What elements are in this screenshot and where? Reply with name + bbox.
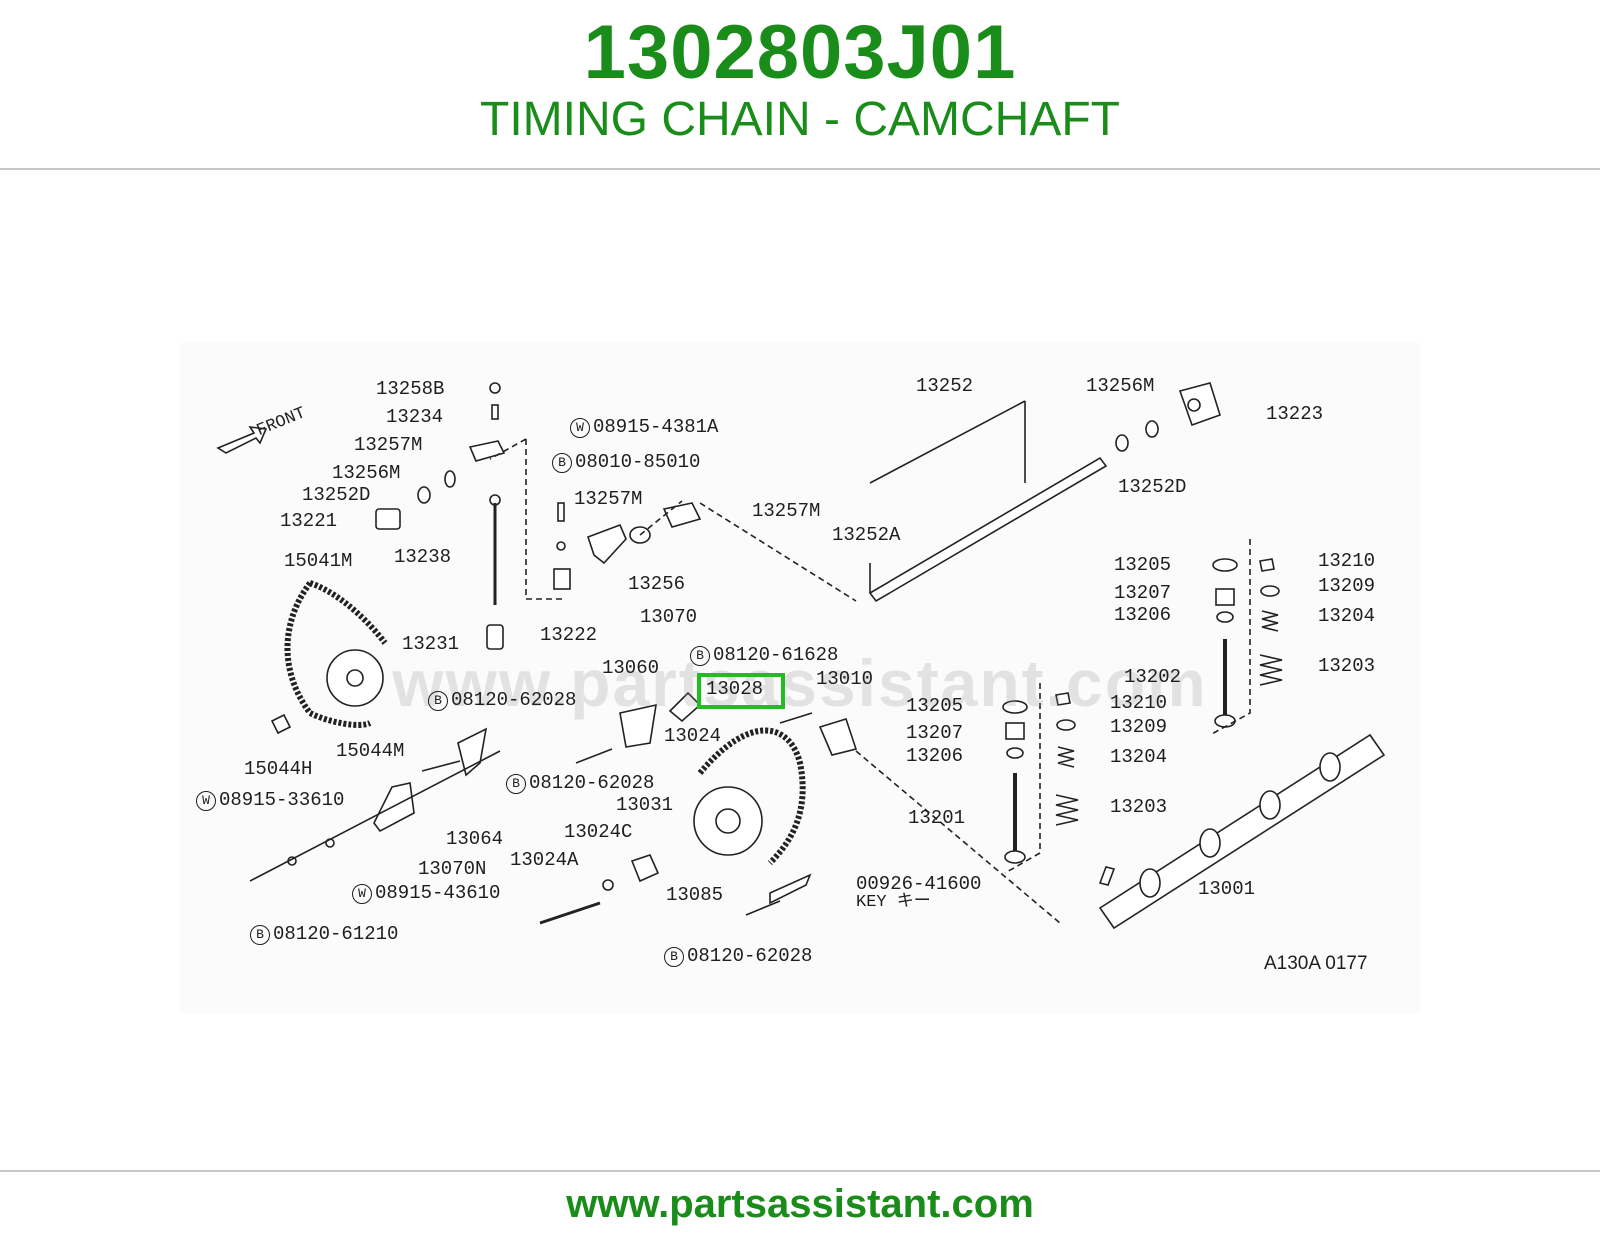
callout-13207-b: 13207	[906, 722, 964, 744]
callout-13252A: 13252A	[832, 524, 901, 546]
callout-13252: 13252	[916, 375, 974, 397]
callout-13209-b: 13209	[1110, 716, 1168, 738]
parts-diagram: www.partsassistant.com FRONT 13258B 1323…	[180, 343, 1420, 1013]
callout-00926-41600: 00926-41600	[856, 873, 982, 895]
callout-13028: 13028	[706, 678, 764, 700]
front-arrow-icon	[216, 425, 268, 454]
callout-13064: 13064	[446, 828, 504, 850]
callout-13205-a: 13205	[1114, 554, 1172, 576]
header-divider	[0, 168, 1600, 170]
callout-13201: 13201	[908, 807, 966, 829]
callout-13252D: 13252D	[302, 484, 371, 506]
callout-13238: 13238	[394, 546, 452, 568]
callout-15044M: 15044M	[336, 740, 405, 762]
part-number: 1302803J01	[583, 10, 1017, 95]
callout-13258B: 13258B	[376, 378, 445, 400]
callout-13204-b: 13204	[1110, 746, 1168, 768]
callout-13256: 13256	[628, 573, 686, 595]
part-title: TIMING CHAIN - CAMCHAFT	[480, 93, 1120, 146]
callout-13223: 13223	[1266, 403, 1324, 425]
callout-13024A: 13024A	[510, 849, 579, 871]
figure-code: A130A 0177	[1264, 953, 1368, 974]
callout-13257M-b: 13257M	[574, 488, 643, 510]
callout-13024: 13024	[664, 725, 722, 747]
key-label: KEY キー	[856, 893, 931, 912]
callout-13206-a: 13206	[1114, 604, 1172, 626]
callout-13070: 13070	[640, 606, 698, 628]
callout-13203-b: 13203	[1110, 796, 1168, 818]
callout-13031: 13031	[616, 794, 674, 816]
callout-13206-b: 13206	[906, 745, 964, 767]
callout-13256M: 13256M	[332, 462, 401, 484]
callout-13221: 13221	[280, 510, 338, 532]
callout-13209-a: 13209	[1318, 575, 1376, 597]
callout-13203-a: 13203	[1318, 655, 1376, 677]
highlight-box	[697, 673, 785, 709]
washer-prefix: W	[570, 418, 590, 438]
callout-13210-b: 13210	[1110, 692, 1168, 714]
callout-13252D-b: 13252D	[1118, 476, 1187, 498]
footer-divider	[0, 1170, 1600, 1172]
callout-13257M: 13257M	[354, 434, 423, 456]
callout-13222: 13222	[540, 624, 598, 646]
callout-13001: 13001	[1198, 878, 1256, 900]
callout-13070N: 13070N	[418, 858, 487, 880]
callout-13207-a: 13207	[1114, 582, 1172, 604]
callout-13234: 13234	[386, 406, 444, 428]
callout-13060: 13060	[602, 657, 660, 679]
watermark: www.partsassistant.com	[392, 646, 1208, 720]
callout-13010: 13010	[816, 668, 874, 690]
callout-13256M-b: 13256M	[1086, 375, 1155, 397]
callout-15044H: 15044H	[244, 758, 313, 780]
callout-13085: 13085	[666, 884, 724, 906]
bolt-prefix: B	[552, 453, 572, 473]
callout-13231: 13231	[402, 633, 460, 655]
callout-13202: 13202	[1124, 666, 1182, 688]
callout-15041M: 15041M	[284, 550, 353, 572]
callout-13205-b: 13205	[906, 695, 964, 717]
callout-13210-a: 13210	[1318, 550, 1376, 572]
diagram-drawing	[216, 382, 1386, 930]
callout-13024C: 13024C	[564, 821, 633, 843]
footer-url[interactable]: www.partsassistant.com	[566, 1182, 1034, 1226]
page-header: 1302803J01 TIMING CHAIN - CAMCHAFT	[0, 0, 1600, 170]
callout-13204-a: 13204	[1318, 605, 1376, 627]
callout-13257M-c: 13257M	[752, 500, 821, 522]
